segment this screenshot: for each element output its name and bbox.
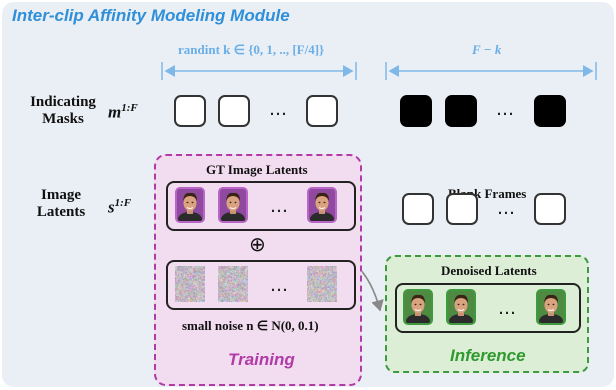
blank-frame-1 (402, 193, 434, 225)
right-range-label: F − k (472, 42, 502, 57)
noise-frame-2 (218, 266, 248, 302)
mask-white-ellipsis: … (269, 99, 287, 120)
noise-label: small noise n ∈ N(0, 0.1) (182, 318, 319, 333)
denoised-ellipsis: … (498, 298, 516, 319)
left-range-label: randint k ∈ {0, 1, .., [F/4]} (178, 42, 325, 57)
denoised-frame-n (536, 289, 566, 325)
masks-symbol: m1:F (108, 102, 138, 122)
gt-frame-1 (175, 187, 205, 223)
mask-black-ellipsis: … (496, 99, 514, 120)
latents-symbol: s1:F (108, 197, 132, 217)
masks-row-label: Indicating Masks (30, 94, 96, 127)
blank-ellipsis: … (497, 198, 515, 219)
denoised-frame-2 (446, 289, 476, 325)
gt-ellipsis: … (270, 196, 288, 217)
mask-white-n (306, 95, 338, 127)
latents-row-label: Image Latents (36, 187, 86, 220)
denoised-frame-1 (403, 289, 433, 325)
noise-frame-1 (175, 266, 205, 302)
gt-frame-2 (218, 187, 248, 223)
blank-frame-n (534, 193, 566, 225)
mask-white-1 (174, 95, 206, 127)
mask-black-1 (400, 95, 432, 127)
module-title: Inter-clip Affinity Modeling Module (12, 6, 290, 25)
blank-frame-2 (446, 193, 478, 225)
inference-label: Inference (450, 346, 526, 365)
noise-ellipsis: … (270, 275, 288, 296)
mask-white-2 (218, 95, 250, 127)
mask-black-2 (445, 95, 477, 127)
denoised-latents-label: Denoised Latents (441, 263, 537, 278)
mask-black-n (534, 95, 566, 127)
gt-frame-n (307, 187, 337, 223)
noise-frame-n (307, 266, 337, 302)
gt-latents-group (166, 181, 356, 231)
denoised-latents-group (395, 283, 581, 333)
training-label: Training (228, 350, 295, 369)
gt-latents-label: GT Image Latents (206, 162, 308, 177)
noise-group (166, 260, 356, 310)
plus-operator: ⊕ (249, 232, 266, 256)
